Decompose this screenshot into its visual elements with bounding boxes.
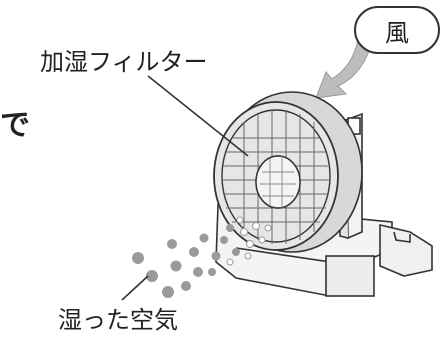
wind-badge: 風 (354, 6, 440, 54)
leader-lines (121, 75, 249, 301)
filter-face (213, 101, 339, 251)
wind-label: 風 (385, 18, 409, 47)
humid-air-droplets (132, 224, 240, 298)
humid-air-label: 湿った空気 (58, 306, 178, 334)
humidifying-filter-label: 加湿フィルター (40, 48, 208, 76)
wind-arrow (315, 39, 373, 99)
partial-text: で (0, 108, 30, 143)
humid-air-droplets-light (226, 216, 272, 266)
